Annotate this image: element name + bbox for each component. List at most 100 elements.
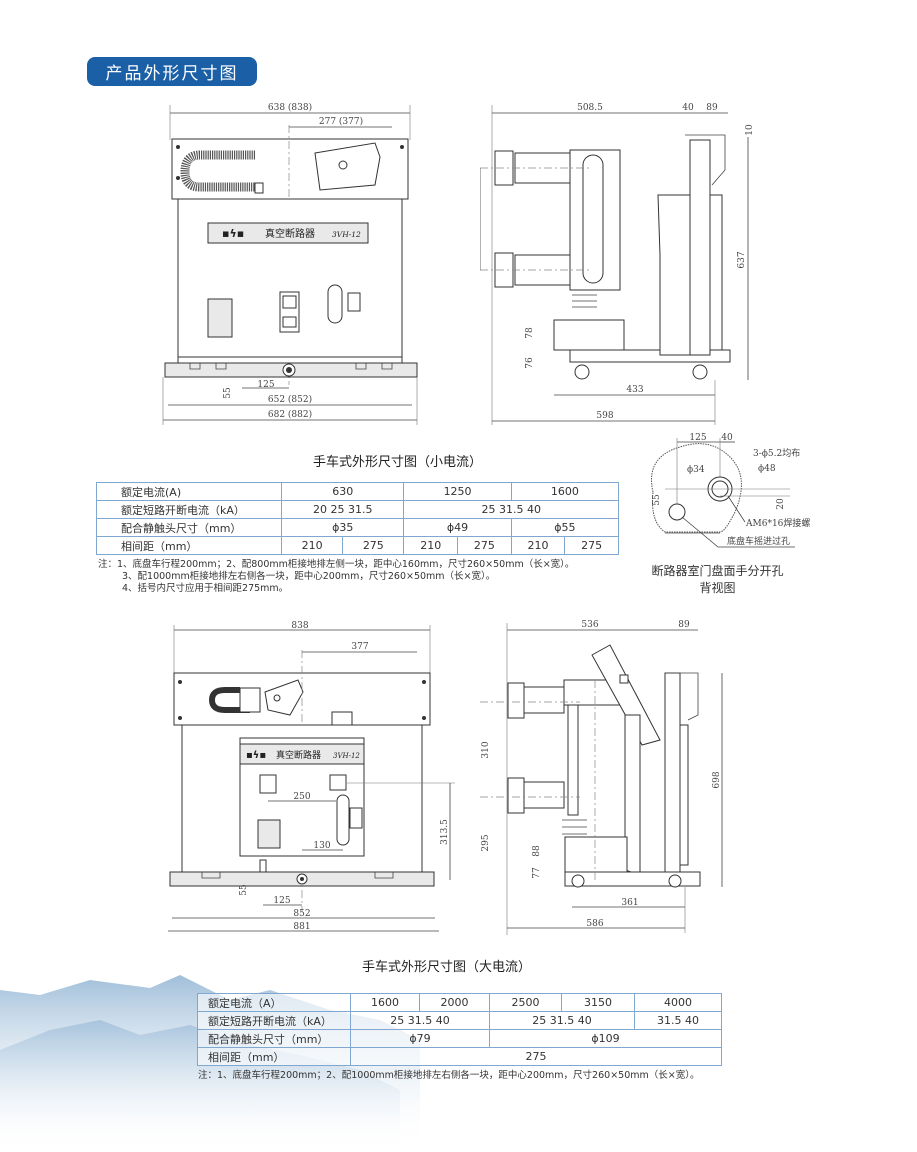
dim-d48: ϕ48 [758,464,776,474]
small-current-caption: 手车式外形尺寸图（小电流） [313,455,483,470]
table-cell: 25 31.5 40 [489,1011,635,1030]
dim-base-inner: 652 (852) [268,394,312,405]
dim-top-b: 89 [706,103,718,113]
row-label: 配合静触头尺寸（mm） [197,1029,351,1048]
dim-height: 637 [737,251,747,268]
dim-top-b: 89 [678,620,690,630]
dim-handle-height: 55 [223,387,233,399]
brand-logo-icon: ▪ϟ▪ [246,750,266,761]
table-cell: 1600 [350,993,420,1012]
dim-center-offset: 277 (377) [319,116,363,127]
table-cell: ϕ109 [489,1029,722,1048]
dim-overall-depth: 598 [596,411,613,421]
table-cell: 275 [350,1047,722,1066]
dim-250: 250 [293,792,310,802]
table-row: 额定短路开断电流（kA） 25 31.5 40 25 31.5 40 31.5 … [197,1011,722,1030]
small-current-spec-table: 额定电流(A) 630 1250 1600 额定短路开断电流（kA） 20 25… [96,482,620,555]
row-label: 相间距（mm） [96,536,282,555]
table-cell: 275 [564,536,619,555]
table-cell: 25 31.5 40 [403,500,619,519]
dim-bolt: AM6*16焊接螺杆 [745,517,810,529]
dim-base-inner: 852 [293,909,310,919]
dim-h77: 77 [532,867,542,879]
dim-lower: 295 [481,834,491,851]
dim-handle-offset: 125 [257,380,274,390]
dim-d34: ϕ34 [687,465,705,475]
table-row: 额定电流(A) 630 1250 1600 [96,482,620,501]
table-cell: 20 25 31.5 [280,500,405,519]
large-current-notes: 注：1、底盘车行程200mm；2、配1000mm柜接地排左右侧各一块，距中心20… [198,1070,699,1082]
table-row: 配合静触头尺寸（mm） ϕ79 ϕ109 [197,1029,722,1048]
row-label: 额定电流（A） [197,993,351,1012]
dim-20: 20 [776,498,786,510]
row-label: 配合静触头尺寸（mm） [96,518,282,537]
small-current-side-view: 508.5 40 89 10 637 275 280 78 76 4 [480,95,770,430]
table-cell: 2000 [419,993,490,1012]
large-current-caption: 手车式外形尺寸图（大电流） [362,960,532,975]
nameplate-model: 3VH-12 [333,752,360,760]
dim-depth: 536 [581,620,598,630]
note-line: 4、括号内尺寸应用于相间距275mm。 [122,583,289,594]
large-current-spec-table: 额定电流（A） 1600 2000 2500 3150 4000 额定短路开断电… [197,993,722,1066]
table-row: 额定短路开断电流（kA） 20 25 31.5 25 31.5 40 [96,500,619,519]
dim-handle-height: 55 [239,884,249,896]
row-label: 额定电流(A) [96,482,282,501]
dim-h88: 88 [532,845,542,857]
table-cell: 275 [342,536,405,555]
brand-logo-icon: ▪ϟ▪ [222,227,244,240]
table-cell: 25 31.5 40 [350,1011,490,1030]
table-cell: 2500 [489,993,562,1012]
nameplate-text: 真空断路器 [276,749,321,761]
back-view-caption-line2: 背视图 [699,581,736,595]
table-row: 额定电流（A） 1600 2000 2500 3150 4000 [197,993,722,1012]
table-row: 相间距（mm） 275 [197,1047,722,1066]
table-cell: ϕ35 [280,518,405,537]
table-cell: 31.5 40 [634,1011,722,1030]
note-line: 3、配1000mm柜接地排左右侧各一块，距中心200mm，尺寸260×50mm（… [122,571,496,582]
dim-55: 55 [652,494,662,506]
note-line: 注：1、底盘车行程200mm；2、配800mm柜接地排左侧一块，距中心160mm… [98,559,575,570]
table-cell: 630 [280,482,405,501]
table-cell: 4000 [634,993,722,1012]
dim-h78: 78 [525,327,535,339]
dim-holes: 3-ϕ5.2均布 [753,447,800,459]
large-current-side-view: 536 89 310 295 88 77 698 361 586 [480,615,740,940]
dim-wheelbase: 361 [621,898,638,908]
table-cell: 275 [457,536,512,555]
dim-125: 125 [689,433,706,443]
back-view-drawing: 125 40 3-ϕ5.2均布 ϕ34 ϕ48 55 20 AM6*16焊接螺杆… [625,432,810,552]
dim-overall-top: 838 [291,621,308,631]
small-current-front-view: 638 (838) 277 (377) ▪ϟ▪ 真空断路器 3VH-12 [160,95,430,430]
dim-top-small: 10 [745,124,755,136]
dim-313: 313.5 [440,819,450,845]
section-title: 产品外形尺寸图 [87,57,257,86]
crank-hole-label: 底盘车摇进过孔 [727,535,790,547]
row-label: 相间距（mm） [197,1047,351,1066]
large-current-front-view: 838 377 ▪ϟ▪ 真空断路器 3VH-12 250 130 313.5 [160,620,460,940]
table-cell: 1600 [510,482,620,501]
dim-top-a: 40 [682,103,694,113]
table-cell: 1250 [403,482,512,501]
dim-overall-top: 638 (838) [268,102,312,113]
row-label: 额定短路开断电流（kA） [96,500,282,519]
dim-40: 40 [721,433,733,443]
note-line: 注：1、底盘车行程200mm；2、配1000mm柜接地排左右侧各一块，距中心20… [198,1070,700,1081]
dim-depth: 508.5 [577,103,603,113]
dim-base-outer: 682 (882) [268,409,312,420]
dim-center-offset: 377 [351,642,368,652]
nameplate-model: 3VH-12 [332,230,361,239]
table-cell: ϕ55 [510,518,620,537]
dim-130: 130 [313,841,330,851]
dim-handle-offset: 125 [273,896,290,906]
table-cell: 3150 [561,993,635,1012]
table-cell: ϕ49 [403,518,512,537]
table-cell: 210 [510,536,566,555]
row-label: 额定短路开断电流（kA） [197,1011,351,1030]
dim-base-outer: 881 [293,922,310,932]
dim-h76: 76 [525,357,535,369]
dim-overall-depth: 586 [586,919,603,929]
dim-height: 698 [712,771,722,788]
table-cell: ϕ79 [350,1029,490,1048]
table-cell: 210 [403,536,459,555]
back-view-caption-line1: 断路器室门盘面手分开孔 [651,564,784,578]
